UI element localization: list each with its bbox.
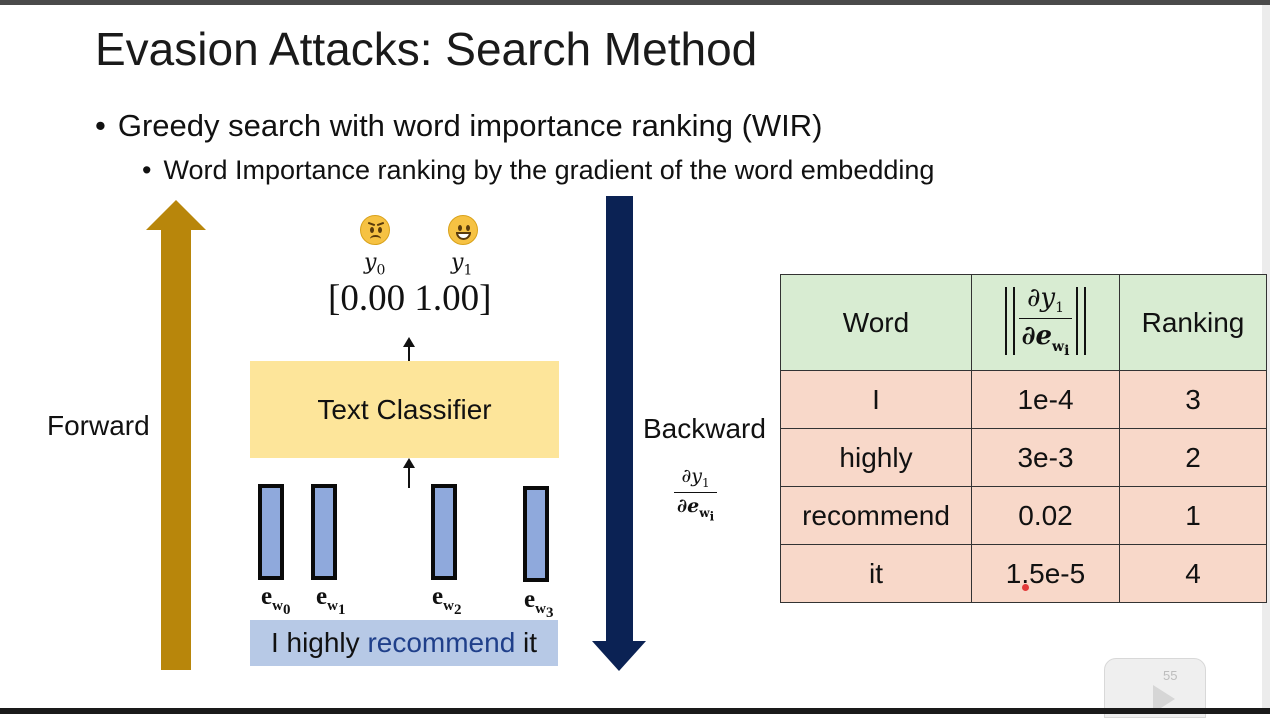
window-top-bar bbox=[0, 0, 1270, 5]
embedding-label: ew3 bbox=[524, 586, 554, 621]
sentence-text: it bbox=[515, 627, 538, 658]
cell-word: I bbox=[780, 370, 972, 429]
sentence-highlight-word: recommend bbox=[367, 627, 516, 658]
embedding-vector bbox=[523, 486, 549, 582]
cell-word: it bbox=[780, 544, 972, 603]
bullet-dot: • bbox=[142, 155, 152, 185]
header-word: Word bbox=[780, 274, 972, 371]
cell-ranking: 4 bbox=[1119, 544, 1267, 603]
y1-label: y1 bbox=[451, 250, 473, 279]
grinning-face-icon bbox=[448, 215, 478, 245]
output-probabilities: [0.00 1.00] bbox=[328, 278, 492, 319]
bullet-dot: • bbox=[95, 108, 106, 143]
forward-label: Forward bbox=[47, 410, 150, 441]
table-row: it 1.5e-5 4 bbox=[780, 544, 1267, 603]
wir-table: Word ∂y1 ∂ewi Ranking I 1e-4 3 highly 3e… bbox=[780, 274, 1267, 603]
cell-gradient: 3e-3 bbox=[971, 428, 1120, 487]
laser-pointer-dot bbox=[1022, 584, 1029, 591]
backward-arrow bbox=[606, 196, 633, 642]
table-row: I 1e-4 3 bbox=[780, 370, 1267, 429]
table-row: highly 3e-3 2 bbox=[780, 428, 1267, 487]
input-sentence: I highly recommend it bbox=[250, 620, 558, 666]
bullet-level-1: • Greedy search with word importance rank… bbox=[95, 108, 823, 144]
cell-ranking: 3 bbox=[1119, 370, 1267, 429]
up-arrow-icon bbox=[403, 458, 415, 488]
window-bottom-bar bbox=[0, 708, 1270, 714]
slide-title: Evasion Attacks: Search Method bbox=[95, 23, 758, 75]
bullet-2-text: Word Importance ranking by the gradient … bbox=[163, 155, 935, 185]
embedding-label: ew2 bbox=[432, 583, 462, 618]
cell-ranking: 1 bbox=[1119, 486, 1267, 545]
forward-arrow bbox=[161, 228, 191, 670]
classifier-label: Text Classifier bbox=[317, 393, 492, 425]
embedding-label: ew0 bbox=[261, 583, 291, 618]
angry-face-icon bbox=[360, 215, 390, 245]
cell-ranking: 2 bbox=[1119, 428, 1267, 487]
y0-label: y0 bbox=[364, 250, 386, 279]
page-number: 55 bbox=[1163, 668, 1178, 683]
embedding-vector bbox=[258, 484, 284, 580]
forward-arrow-head bbox=[146, 200, 206, 230]
sentence-text: I highly bbox=[270, 627, 368, 658]
header-ranking: Ranking bbox=[1119, 274, 1267, 371]
cell-word: highly bbox=[780, 428, 972, 487]
backward-label: Backward bbox=[643, 413, 766, 444]
cell-gradient: 1.5e-5 bbox=[971, 544, 1120, 603]
bullet-1-text: Greedy search with word importance ranki… bbox=[117, 108, 823, 143]
embedding-vector bbox=[431, 484, 457, 580]
gradient-formula: ∂y1 ∂ewi bbox=[674, 465, 718, 523]
header-gradient-norm: ∂y1 ∂ewi bbox=[971, 274, 1120, 371]
embedding-vector bbox=[311, 484, 337, 580]
backward-arrow-head bbox=[592, 641, 646, 671]
embedding-label: ew1 bbox=[316, 583, 346, 618]
table-row: recommend 0.02 1 bbox=[780, 486, 1267, 545]
text-classifier-box: Text Classifier bbox=[250, 361, 559, 458]
cell-gradient: 0.02 bbox=[971, 486, 1120, 545]
cell-word: recommend bbox=[780, 486, 972, 545]
up-arrow-icon bbox=[403, 337, 415, 365]
bullet-level-2: • Word Importance ranking by the gradient… bbox=[142, 155, 934, 186]
table-header-row: Word ∂y1 ∂ewi Ranking bbox=[780, 274, 1267, 371]
cell-gradient: 1e-4 bbox=[971, 370, 1120, 429]
